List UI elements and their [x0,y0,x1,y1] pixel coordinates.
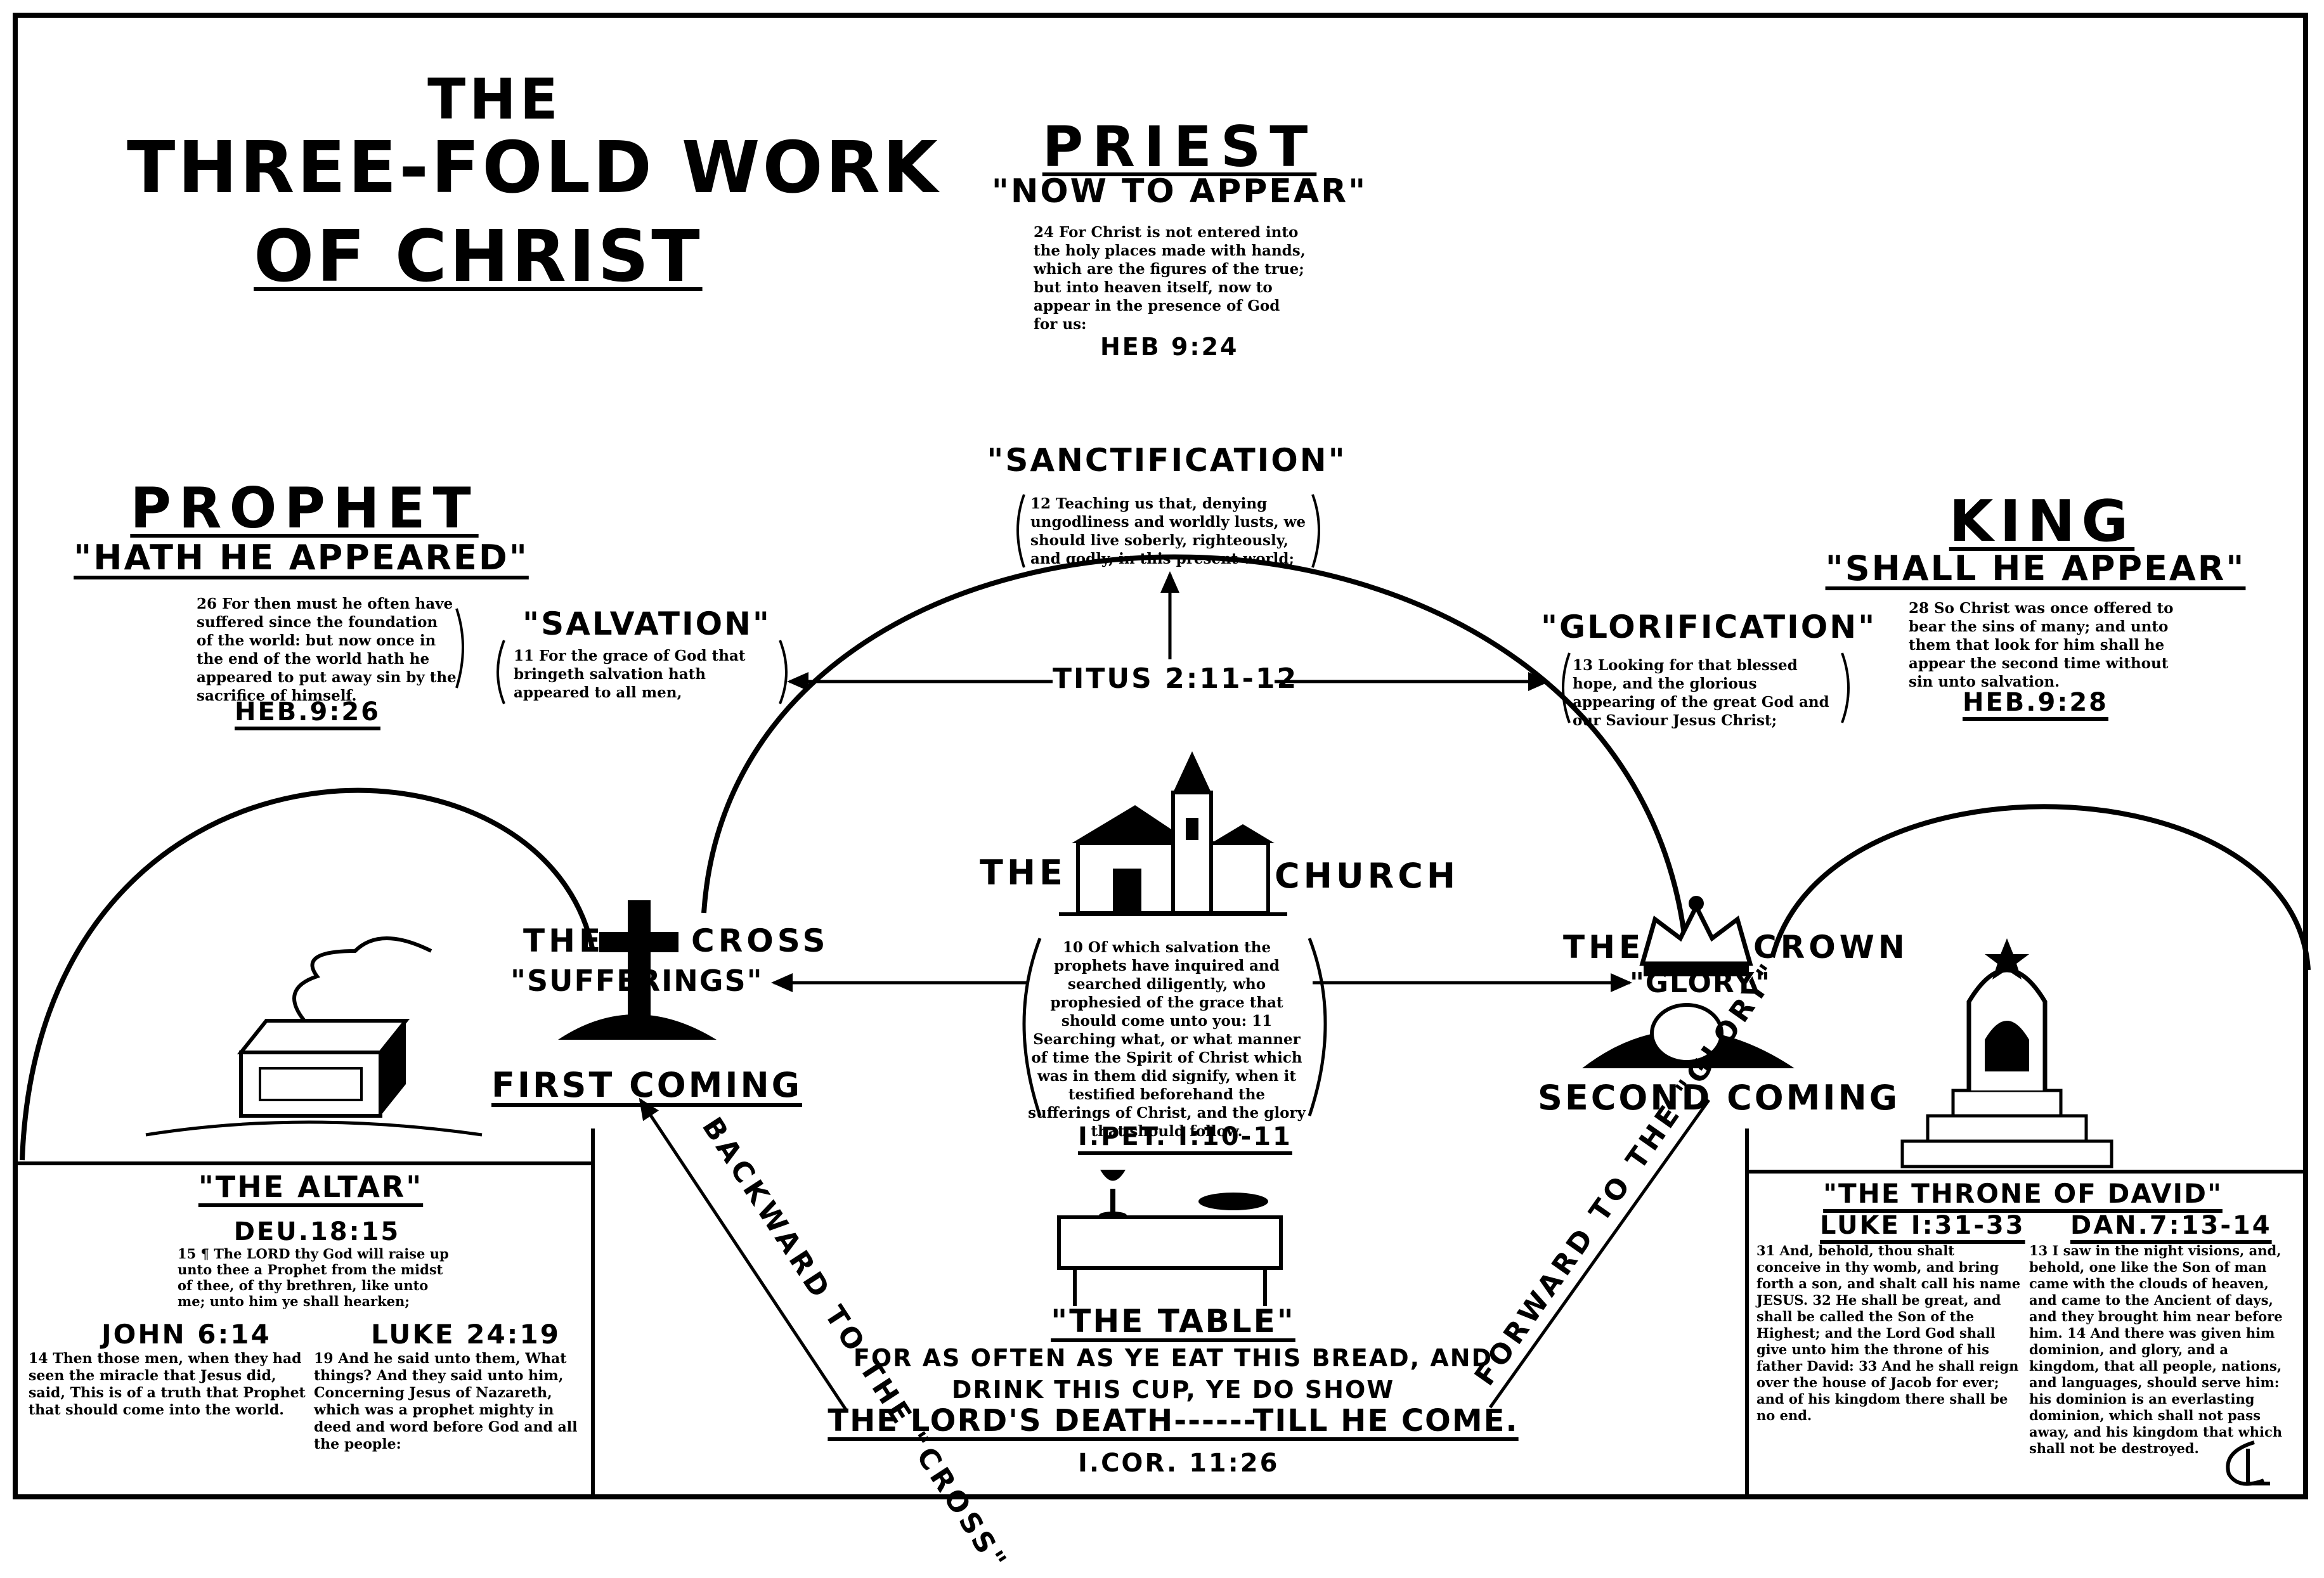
table-reference: I.COR. 11:26 [1078,1449,1280,1478]
crown-coming: SECOND COMING [1538,1078,1900,1118]
table-line-2: DRINK THIS CUP, YE DO SHOW [951,1376,1395,1404]
throne-luke-reference: LUKE I:31-33 [1820,1211,2025,1240]
church-paren-right [1308,938,1327,1116]
altar-icon [145,936,483,1137]
cross-the: THE [523,922,605,959]
king-subheading: "SHALL HE APPEAR" [1825,548,2246,588]
church-the: THE [980,853,1067,893]
sanctification-paren-right [1311,494,1320,568]
church-paren-left [1022,938,1042,1116]
title-line-3: OF CHRIST [254,216,703,298]
altar-deu-reference: DEU.18:15 [233,1217,401,1246]
church-reference: I.PET. I:10-11 [1078,1122,1292,1151]
prophet-heading: PROPHET [130,475,479,541]
table-line-3: THE LORD'S DEATH------TILL HE COME. [828,1403,1519,1439]
crown-the: THE [1563,929,1645,966]
altar-luke-reference: LUKE 24:19 [371,1319,561,1350]
throne-dan-reference: DAN.7:13-14 [2070,1211,2272,1240]
table-heading: "THE TABLE" [1051,1303,1295,1340]
cross-word: CROSS [691,922,829,959]
throne-heading: "THE THRONE OF DAVID" [1823,1178,2223,1209]
title-line-1: THE [427,67,562,132]
sanctification-paren-left [1016,494,1025,568]
king-heading: KING [1949,488,2135,555]
church-building-icon [1059,751,1287,916]
diagram-frame [13,13,2308,1499]
table-line-1: FOR AS OFTEN AS YE EAT THIS BREAD, AND [853,1344,1493,1372]
priest-verse: 24 For Christ is not entered into the ho… [1034,224,1306,333]
altar-deu-verse: 15 ¶ The LORD thy God will raise up unto… [178,1246,449,1309]
crown-word: CROWN [1753,929,1909,966]
king-reference: HEB.9:28 [1963,688,2108,717]
altar-john-reference: JOHN 6:14 [101,1319,271,1350]
cross-icon [558,900,717,1040]
communion-table-icon [1057,1170,1283,1306]
salvation-paren-right [779,640,788,704]
prophet-reference: HEB.9:26 [235,697,380,727]
glorification-verse: 13 Looking for that blessed hope, and th… [1573,657,1829,729]
sanctification-heading: "SANCTIFICATION" [987,442,1347,479]
salvation-heading: "SALVATION" [523,605,771,642]
cross-coming: FIRST COMING [491,1065,802,1105]
titus-reference: TITUS 2:11-12 [1053,663,1299,695]
prophet-paren-right [455,608,464,689]
altar-heading: "THE ALTAR" [198,1170,424,1204]
church-verse: 10 Of which salvation the prophets have … [1028,939,1306,1140]
priest-subheading: "NOW TO APPEAR" [991,172,1368,210]
glorification-paren-left [1562,652,1571,723]
glorification-paren-right [1841,652,1850,723]
glorification-heading: "GLORIFICATION" [1541,609,1877,645]
diagram-lines [18,494,2311,1496]
throne-luke-verse: 31 And, behold, thou shalt conceive in t… [1756,1243,2021,1423]
prophet-subheading: "HATH HE APPEARED" [74,538,529,578]
altar-luke-verse: 19 And he said unto them, What things? A… [314,1350,578,1452]
left-arch [20,787,595,1161]
altar-john-verse: 14 Then those men, when they had seen th… [29,1350,306,1418]
throne-icon [1900,938,2113,1168]
arrow-backward-to-cross [639,1097,848,1412]
throne-dan-verse: 13 I saw in the night visions, and, beho… [2029,1243,2283,1456]
title-line-2: THREE-FOLD WORK [127,127,940,209]
church-word: CHURCH [1275,856,1460,896]
sanctification-verse: 12 Teaching us that, denying ungodliness… [1030,495,1306,567]
line-forward-to-glory [1488,1099,1711,1409]
king-verse: 28 So Christ was once offered to bear th… [1909,600,2174,690]
cross-label: "SUFFERINGS" [510,964,763,998]
monogram-icon [2226,1440,2270,1486]
tomb-hill-icon [1582,1003,1795,1068]
salvation-verse: 11 For the grace of God that bringeth sa… [514,647,746,701]
central-arch [701,554,1689,958]
crown-label: "GLORY" [1630,967,1772,999]
crown-icon [1639,896,1753,976]
priest-heading: PRIEST [1042,114,1317,179]
salvation-paren-left [497,640,505,704]
right-arch [1770,804,2311,971]
priest-reference: HEB 9:24 [1100,333,1239,361]
prophet-verse: 26 For then must he often have suffered … [197,595,457,704]
